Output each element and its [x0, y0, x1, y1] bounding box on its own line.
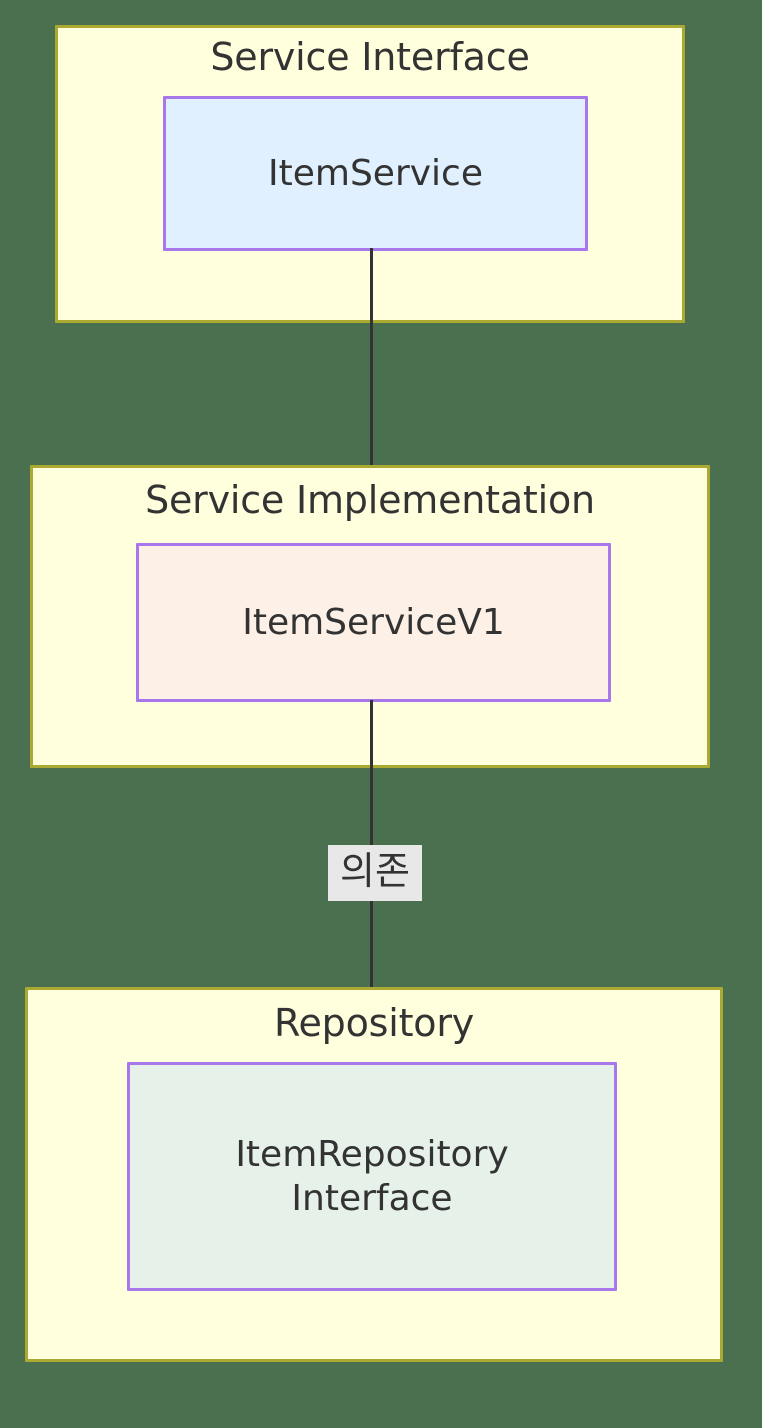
node-item-service[interactable]: ItemService — [163, 96, 588, 251]
cluster-title-service-interface: Service Interface — [210, 35, 530, 79]
cluster-repository[interactable]: Repository ItemRepository Interface — [25, 987, 723, 1362]
edge-label-dependency: 의존 — [328, 845, 422, 901]
node-label-item-service: ItemService — [268, 152, 483, 194]
node-label-item-repository-line1: ItemRepository — [235, 1133, 509, 1175]
cluster-title-repository: Repository — [273, 1001, 475, 1045]
edge-line-service-to-impl — [370, 248, 373, 543]
cluster-service-interface[interactable]: Service Interface ItemService — [55, 25, 685, 323]
node-label-item-repository-line2: Interface — [291, 1177, 453, 1219]
node-label-item-service-v1: ItemServiceV1 — [242, 601, 505, 643]
cluster-title-service-implementation: Service Implementation — [145, 478, 595, 522]
cluster-service-implementation[interactable]: Service Implementation ItemServiceV1 — [30, 465, 710, 768]
node-item-service-v1[interactable]: ItemServiceV1 — [136, 543, 611, 702]
node-item-repository-interface[interactable]: ItemRepository Interface — [127, 1062, 617, 1291]
